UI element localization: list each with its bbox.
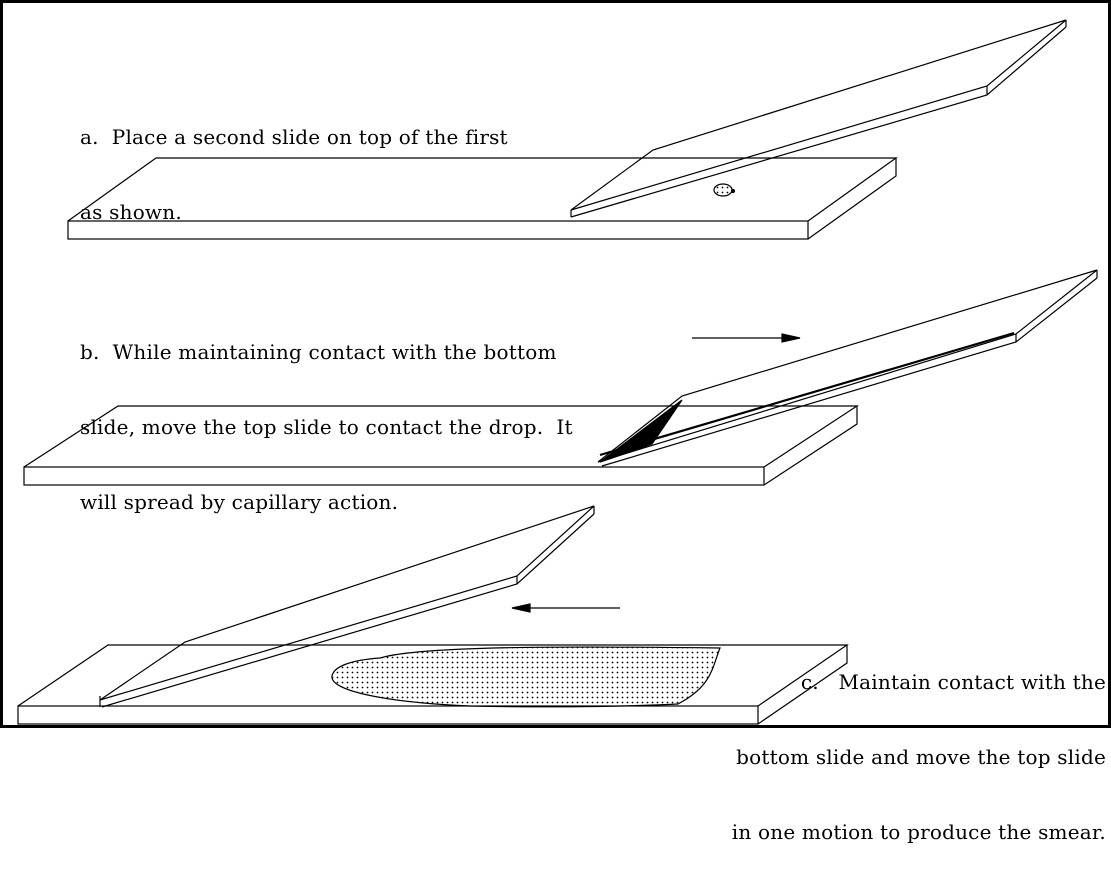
step-c-line: bottom slide and move the top slide — [736, 745, 1106, 769]
step-c-line: c. Maintain contact with the — [800, 670, 1106, 694]
panel-b-arrow-right-icon — [692, 333, 801, 343]
step-c-line: in one motion to produce the smear. — [731, 820, 1106, 844]
panel-b-bottom-slide — [23, 405, 860, 486]
panel-a — [67, 19, 1067, 240]
panel-c-smear — [331, 646, 721, 708]
diagram-border — [0, 0, 1111, 728]
panel-b — [23, 269, 1098, 486]
step-b-caption: b. While maintaining contact with the bo… — [80, 290, 573, 565]
diagram-canvas — [0, 0, 1111, 728]
panel-b-spread-drop — [599, 399, 683, 463]
step-a-caption: a. Place a second slide on top of the fi… — [80, 75, 508, 275]
panel-a-bottom-slide — [67, 157, 898, 240]
step-a-line: a. Place a second slide on top of the fi… — [80, 125, 508, 149]
panel-c-top-slide — [99, 505, 595, 708]
panel-c — [17, 505, 849, 725]
step-b-line: b. While maintaining contact with the bo… — [80, 340, 557, 364]
slide-smear-diagram: a. Place a second slide on top of the fi… — [0, 0, 1111, 844]
step-b-line: slide, move the top slide to contact the… — [80, 415, 573, 439]
panel-c-arrow-left-icon — [511, 603, 620, 613]
step-c-caption: c. Maintain contact with the bottom slid… — [651, 620, 1106, 895]
panel-b-top-slide — [597, 269, 1098, 467]
step-a-line: as shown. — [80, 200, 182, 224]
step-b-line: will spread by capillary action. — [80, 490, 399, 514]
panel-a-top-slide — [570, 19, 1067, 218]
panel-c-bottom-slide — [17, 644, 849, 725]
panel-a-drop — [713, 183, 736, 197]
